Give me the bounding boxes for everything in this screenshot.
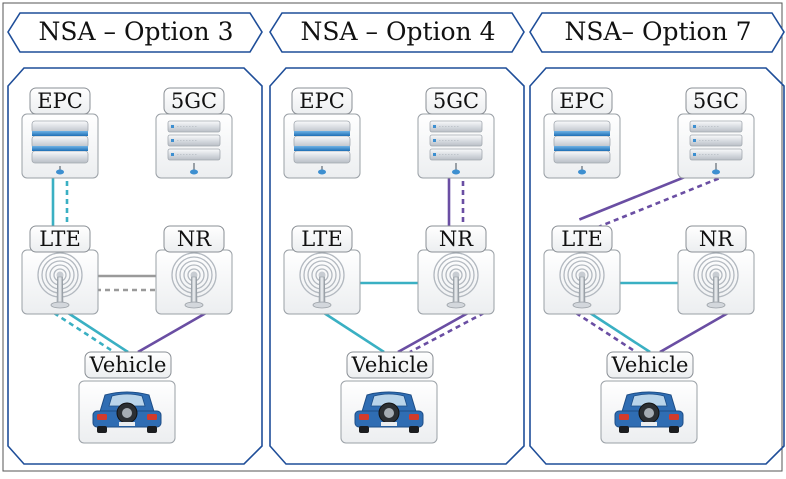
link-nr-vehicle-user [397,311,469,354]
panel-title: NSA– Option 7 [564,17,752,46]
vehicle-label: Vehicle [351,353,429,377]
links [575,164,729,354]
vehicle-car-icon [78,380,176,444]
epc-server-icon [543,113,621,179]
5gc-server-icon [155,113,233,179]
lte-label: LTE [301,227,343,251]
5gc-label: 5GC [170,89,218,113]
link-nr-vehicle-user [137,311,207,354]
vehicle-label: Vehicle [89,353,167,377]
nr-label: NR [176,227,212,251]
nr-label-box [425,225,487,253]
nr-label: NR [438,227,474,251]
vehicle-label-box [346,351,434,379]
5gc-server-icon [677,113,755,179]
nr-label: NR [698,227,734,251]
nr-antenna-icon [677,249,755,315]
link-nr-vehicle-control [409,311,485,354]
lte-label: LTE [561,227,603,251]
lte-antenna-icon [283,249,361,315]
vehicle-car-icon [600,380,698,444]
panel-frame [269,67,525,465]
epc-server-icon [283,113,361,179]
lte-label-box [291,225,353,253]
panel-title: NSA – Option 4 [300,17,496,46]
epc-server-icon [21,113,99,179]
link-nr-vehicle-user [659,311,729,354]
links [323,172,485,354]
link-lte-vehicle-user [323,311,385,354]
nr-label-box [163,225,225,253]
lte-label-box [551,225,613,253]
panel-title-tab [529,12,785,53]
panel-title: NSA – Option 3 [38,17,234,46]
epc-label: EPC [559,89,605,113]
panel-title-tab [7,12,263,53]
link-core5g-lte-control [584,177,720,234]
5gc-label-box [685,87,747,115]
epc-label-box [291,87,353,115]
vehicle-label-box [606,351,694,379]
panel-frame [529,67,785,465]
5gc-label-box [425,87,487,115]
vehicle-car-icon [340,380,438,444]
epc-label-box [29,87,91,115]
panel-option-2 [269,12,525,465]
epc-label: EPC [37,89,83,113]
nr-antenna-icon [417,249,495,315]
panel-frame [7,67,263,465]
5gc-label: 5GC [692,89,740,113]
link-lte-vehicle-user [589,311,651,354]
vehicle-label-box [84,351,172,379]
5gc-label: 5GC [432,89,480,113]
link-lte-vehicle-control [53,311,115,354]
5gc-label-box [163,87,225,115]
lte-antenna-icon [21,249,99,315]
panel-option-1 [7,12,263,465]
lte-label-box [29,225,91,253]
epc-label: EPC [299,89,345,113]
vehicle-label: Vehicle [611,353,689,377]
link-lte-vehicle-control [575,311,637,354]
5gc-server-icon [417,113,495,179]
link-lte-vehicle-user [67,311,129,354]
links [51,172,207,354]
nr-antenna-icon [155,249,233,315]
lte-antenna-icon [543,249,621,315]
lte-label: LTE [39,227,81,251]
nr-label-box [685,225,747,253]
panel-title-tab [269,12,525,53]
panel-option-3 [529,12,785,465]
epc-label-box [551,87,613,115]
